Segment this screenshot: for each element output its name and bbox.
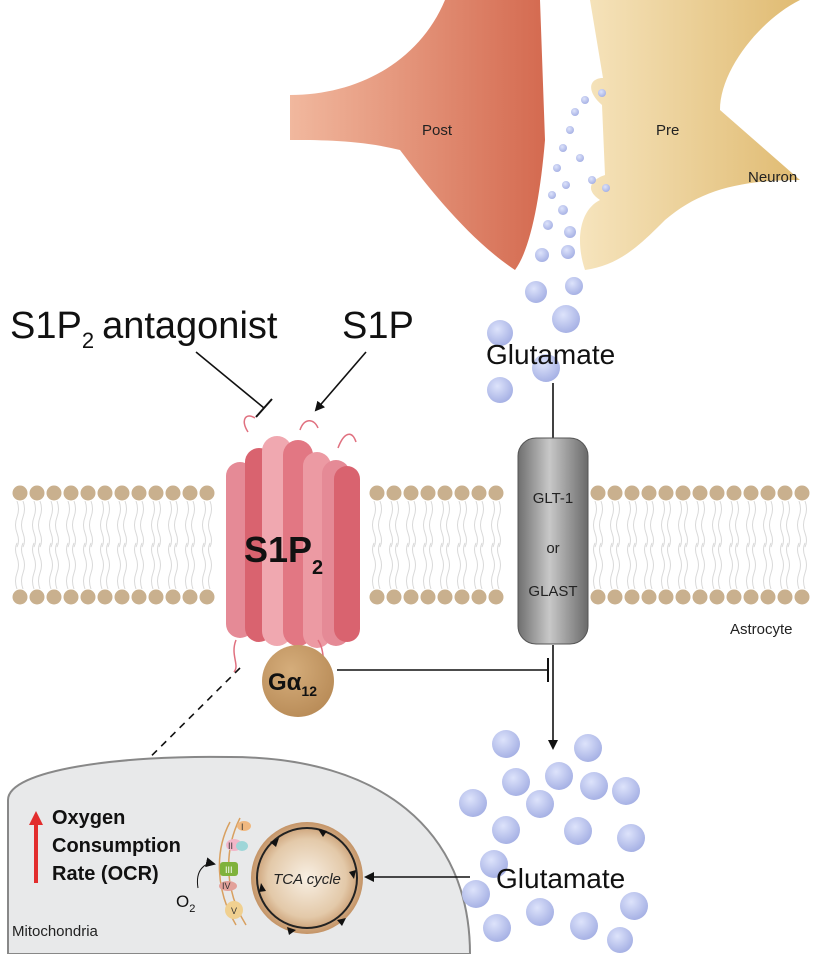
synaptic-vesicles [487, 89, 610, 403]
tca-label: TCA cycle [273, 871, 341, 888]
s1p2-receptor: S1P2 [226, 415, 360, 673]
pre-synaptic-terminal: Pre [580, 0, 800, 270]
glt1-glast-transporter: GLT-1 or GLAST [517, 437, 589, 645]
post-label: Post [422, 122, 453, 139]
complex-i: I [241, 822, 244, 832]
intracellular-glutamate [459, 730, 648, 953]
complex-v: V [231, 906, 237, 916]
transporter-line-2: or [546, 540, 559, 557]
complex-ii: II [228, 841, 233, 851]
complex-iv: IV [222, 881, 231, 891]
electron-transport-chain: I II III IV V [218, 817, 251, 926]
astrocyte-membrane [12, 485, 810, 605]
transporter-line-1: GLT-1 [533, 490, 574, 507]
g12-to-ocr-dashed-arrow [110, 667, 241, 797]
svg-text:Oxygen: Oxygen [52, 807, 125, 829]
transporter-line-3: GLAST [528, 583, 577, 600]
o2-label: O2 [176, 857, 216, 915]
glutamate-bottom-label: Glutamate [496, 863, 625, 894]
svg-text:Gα12: Gα12 [268, 669, 317, 699]
tca-cycle: TCA cycle [251, 822, 363, 935]
ocr-label: Oxygen Consumption Rate (OCR) [52, 807, 181, 885]
g12-inhibition-line [337, 658, 549, 682]
complex-iii: III [225, 865, 233, 875]
svg-text:Consumption: Consumption [52, 835, 181, 857]
s1p-label: S1P [342, 305, 414, 347]
svg-text:Rate (OCR): Rate (OCR) [52, 863, 159, 885]
post-synaptic-terminal: Post [290, 0, 545, 270]
neuron-label: Neuron [748, 169, 797, 186]
s1p-activation-arrow [314, 351, 367, 412]
pre-label: Pre [656, 122, 679, 139]
g-alpha-12: Gα12 [262, 645, 334, 717]
svg-text:O2: O2 [176, 892, 195, 915]
glutamate-top-label: Glutamate [486, 339, 615, 370]
s1p2-receptor-label: S1P2 [244, 529, 323, 579]
astrocyte-label: Astrocyte [730, 621, 793, 638]
mitochondria-label: Mitochondria [12, 923, 99, 940]
antagonist-inhibition-line [195, 351, 273, 418]
